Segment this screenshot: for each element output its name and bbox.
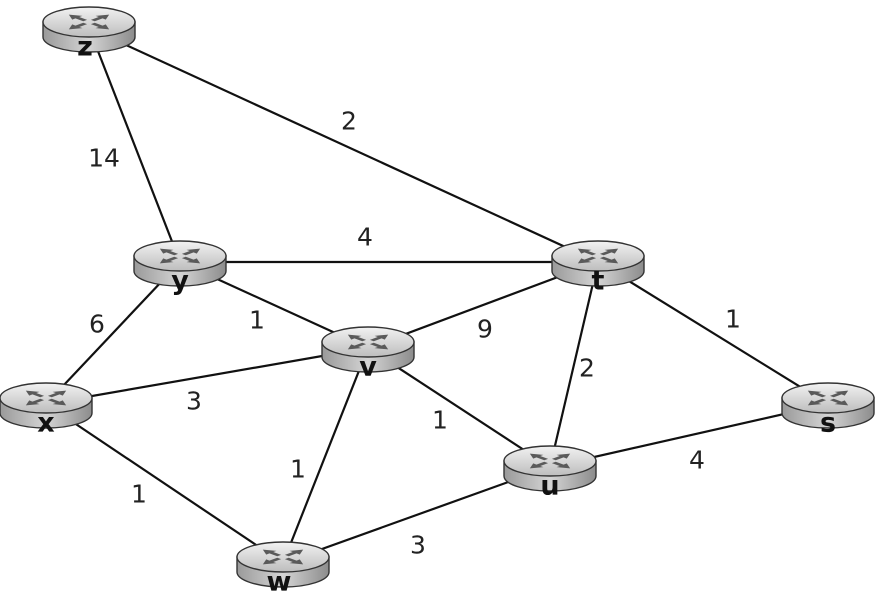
router-y: y	[133, 240, 227, 297]
edge-y-x	[45, 261, 181, 405]
router-top	[321, 326, 415, 358]
router-arrows-icon	[68, 14, 110, 30]
router-arrows-icon	[347, 334, 389, 350]
router-arrows-icon	[529, 453, 571, 469]
edge-weight-x-v: 3	[186, 387, 202, 416]
node-label-y: y	[171, 266, 189, 297]
router-w: w	[236, 541, 330, 596]
edge-x-w	[45, 403, 284, 564]
node-label-u: u	[540, 471, 559, 502]
edge-weight-v-w: 1	[290, 455, 306, 484]
router-arrows-icon	[262, 549, 304, 565]
router-arrows-icon	[807, 390, 849, 406]
node-label-x: x	[37, 408, 54, 439]
edge-t-s	[597, 261, 829, 405]
edge-weight-y-v: 1	[249, 306, 265, 335]
edge-weight-u-s: 4	[689, 446, 705, 475]
router-t: t	[551, 240, 645, 297]
edge-weight-t-u: 2	[579, 354, 595, 383]
nodes-layer: z y t v x s u w	[0, 6, 875, 596]
router-v: v	[321, 326, 415, 383]
router-top	[781, 382, 875, 414]
edge-weight-v-u: 1	[432, 406, 448, 435]
node-label-w: w	[267, 567, 292, 596]
router-arrows-icon	[577, 248, 619, 264]
router-top	[503, 445, 597, 477]
edge-weight-x-w: 1	[131, 480, 147, 509]
node-label-s: s	[820, 408, 836, 439]
edge-weight-z-t: 2	[341, 107, 357, 136]
router-arrows-icon	[25, 390, 67, 406]
router-s: s	[781, 382, 875, 439]
edge-weight-y-x: 6	[89, 310, 105, 339]
edge-t-u	[548, 261, 600, 468]
node-label-z: z	[77, 32, 93, 63]
router-z: z	[42, 6, 136, 63]
node-label-t: t	[592, 266, 605, 297]
router-top	[551, 240, 645, 272]
edge-weight-y-t: 4	[357, 223, 373, 252]
edge-weight-t-v: 9	[477, 315, 493, 344]
edge-v-w	[281, 347, 370, 564]
router-top	[133, 240, 227, 272]
edge-weight-t-s: 1	[725, 305, 741, 334]
router-top	[0, 382, 93, 414]
edge-w-u	[282, 465, 551, 565]
edge-weight-w-u: 3	[410, 531, 426, 560]
node-label-v: v	[359, 352, 377, 383]
router-u: u	[503, 445, 597, 502]
router-top	[236, 541, 330, 573]
edge-z-t	[88, 27, 599, 263]
edge-z-y	[87, 27, 182, 263]
edge-weight-z-y: 14	[88, 144, 120, 173]
router-top	[42, 6, 136, 38]
edge-x-v	[45, 346, 369, 406]
router-x: x	[0, 382, 93, 439]
router-arrows-icon	[159, 248, 201, 264]
